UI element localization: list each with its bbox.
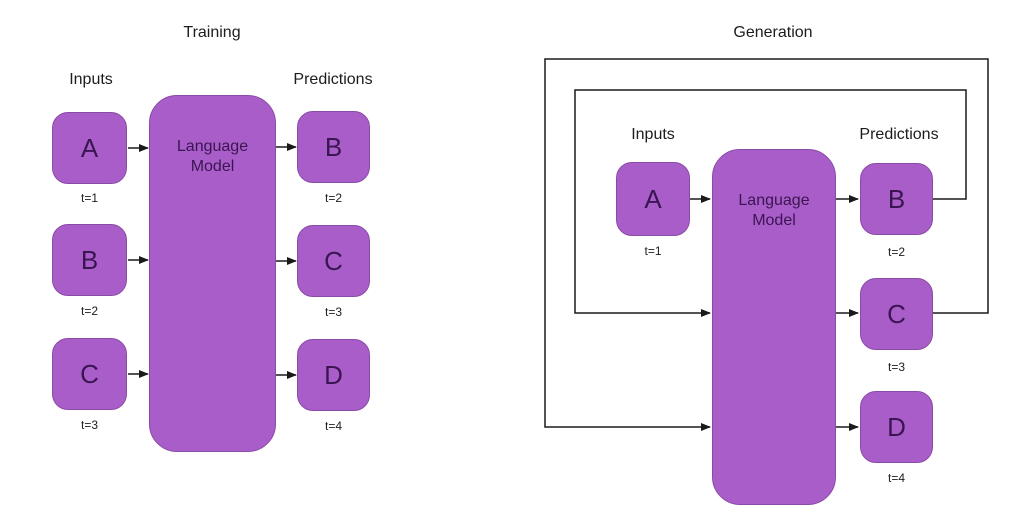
training-input-time-t1: t=1 (80, 191, 98, 205)
training-prediction-time-t3: t=3 (324, 305, 342, 319)
token-letter: A (80, 132, 99, 163)
training-input-time-t2: t=2 (80, 304, 98, 318)
training-language-model-box: Language Model (149, 95, 276, 452)
token-letter: B (887, 183, 906, 214)
generation-prediction-token-c: C (860, 278, 933, 350)
training-input-token-b: B (52, 224, 127, 296)
generation-predictions-label: Predictions (859, 126, 939, 143)
token-letter: D (887, 411, 906, 442)
training-prediction-token-d: D (297, 339, 370, 411)
training-prediction-time-t2: t=2 (324, 191, 342, 205)
generation-prediction-time-t4: t=4 (887, 471, 905, 485)
training-title: Training (183, 24, 241, 41)
training-predictions-label: Predictions (293, 71, 373, 88)
language-model-label: Language Model (176, 138, 249, 175)
training-prediction-token-b: B (297, 111, 370, 183)
training-inputs-label: Inputs (69, 71, 113, 88)
token-letter: B (324, 131, 343, 162)
training-input-token-c: C (52, 338, 127, 410)
generation-prediction-time-t2: t=2 (887, 245, 905, 259)
training-input-time-t3: t=3 (80, 418, 98, 432)
training-prediction-time-t4: t=4 (324, 419, 342, 433)
token-letter: C (80, 358, 99, 389)
generation-prediction-token-d: D (860, 391, 933, 463)
generation-language-model-box: Language Model (712, 149, 836, 505)
generation-inputs-label: Inputs (631, 126, 675, 143)
token-letter: C (324, 245, 343, 276)
generation-input-token-a: A (616, 162, 690, 236)
generation-input-time-t1: t=1 (644, 244, 662, 258)
training-prediction-token-c: C (297, 225, 370, 297)
generation-prediction-token-b: B (860, 163, 933, 235)
token-letter: C (887, 298, 906, 329)
training-input-token-a: A (52, 112, 127, 184)
language-model-label: Language Model (738, 192, 810, 229)
generation-title: Generation (733, 24, 813, 41)
token-letter: A (644, 183, 662, 214)
token-letter: D (324, 359, 343, 390)
token-letter: B (80, 244, 99, 275)
generation-prediction-time-t3: t=3 (887, 360, 905, 374)
